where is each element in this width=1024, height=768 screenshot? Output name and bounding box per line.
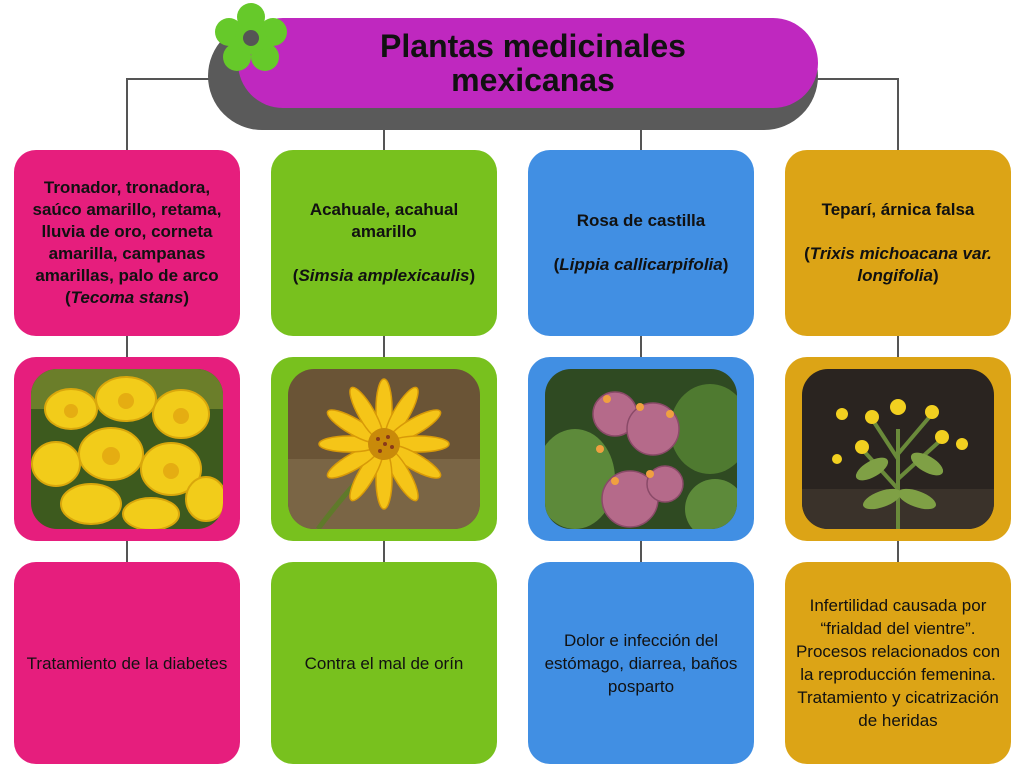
connector-col2-mid — [383, 336, 385, 357]
connector-col3-low — [640, 541, 642, 562]
connector-col4-low — [897, 541, 899, 562]
plant-name-box-1: Tronador, tronadora, saúco amarillo, ret… — [14, 150, 240, 336]
plant-photo-box-1 — [14, 357, 240, 541]
plant-scientific-name: Trixis michoacana var. longifolia — [809, 244, 992, 285]
plant-use: Infertilidad causada por “frialdad del v… — [795, 596, 1001, 730]
plant-photo-box-4 — [785, 357, 1011, 541]
plant-use: Tratamiento de la diabetes — [26, 653, 228, 673]
plant-photo-box-3 — [528, 357, 754, 541]
connector-col2-top — [383, 128, 385, 150]
plant-name-box-3: Rosa de castilla (Lippia callicarpifolia… — [528, 150, 754, 336]
connector-col4-top — [897, 78, 899, 150]
plant-photo-box-2 — [271, 357, 497, 541]
connector-col4-mid — [897, 336, 899, 357]
yellow-trumpet-flowers-photo — [31, 369, 223, 529]
connector-col1-top — [126, 78, 128, 150]
yellow-small-flowers-plant-photo — [802, 369, 994, 529]
plant-use-box-2: Contra el mal de orín — [271, 562, 497, 764]
page-title: Plantas medicinales mexicanas — [380, 28, 686, 98]
pink-flower-cluster-photo — [545, 369, 737, 529]
plant-use-box-4: Infertilidad causada por “frialdad del v… — [785, 562, 1011, 764]
plant-common-names: Acahuale, acahual amarillo — [309, 200, 459, 241]
connector-col3-mid — [640, 336, 642, 357]
plant-scientific-name: Lippia callicarpifolia — [559, 255, 723, 274]
plant-use-box-3: Dolor e infección del estómago, diarrea,… — [528, 562, 754, 764]
plant-use-box-1: Tratamiento de la diabetes — [14, 562, 240, 764]
plant-scientific-name: Tecoma stans — [70, 288, 184, 307]
connector-col2-low — [383, 541, 385, 562]
flower-icon — [215, 3, 287, 71]
plant-common-names: Rosa de castilla — [576, 211, 706, 230]
plant-name-box-2: Acahuale, acahual amarillo (Simsia ample… — [271, 150, 497, 336]
plant-name-box-4: Teparí, árnica falsa (Trixis michoacana … — [785, 150, 1011, 336]
yellow-daisy-flower-photo — [288, 369, 480, 529]
connector-col1-mid — [126, 336, 128, 357]
plant-use: Contra el mal de orín — [304, 653, 464, 673]
title-banner: Plantas medicinales mexicanas — [238, 18, 818, 108]
plant-common-names: Tronador, tronadora, saúco amarillo, ret… — [32, 178, 222, 285]
plant-scientific-name: Simsia amplexicaulis — [298, 266, 470, 285]
plant-use: Dolor e infección del estómago, diarrea,… — [544, 630, 738, 696]
connector-col3-top — [640, 128, 642, 150]
plant-common-names: Teparí, árnica falsa — [821, 200, 975, 219]
connector-col1-low — [126, 541, 128, 562]
